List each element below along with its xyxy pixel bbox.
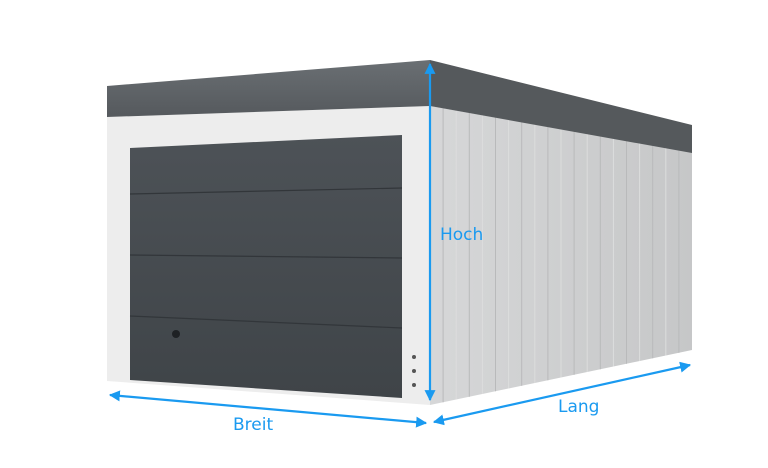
height-label: Hoch [440, 225, 483, 245]
door-handle-icon [172, 330, 180, 338]
length-arrow [432, 361, 692, 426]
length-label: Lang [558, 397, 599, 417]
width-arrow [108, 390, 428, 428]
door-panel-lines [129, 187, 403, 329]
garage-door [130, 135, 402, 398]
width-label: Breit [233, 415, 273, 435]
roof-side [430, 60, 692, 153]
frame-bolts [412, 355, 416, 387]
side-wall-ribs [442, 108, 680, 403]
roof-front [107, 60, 430, 117]
